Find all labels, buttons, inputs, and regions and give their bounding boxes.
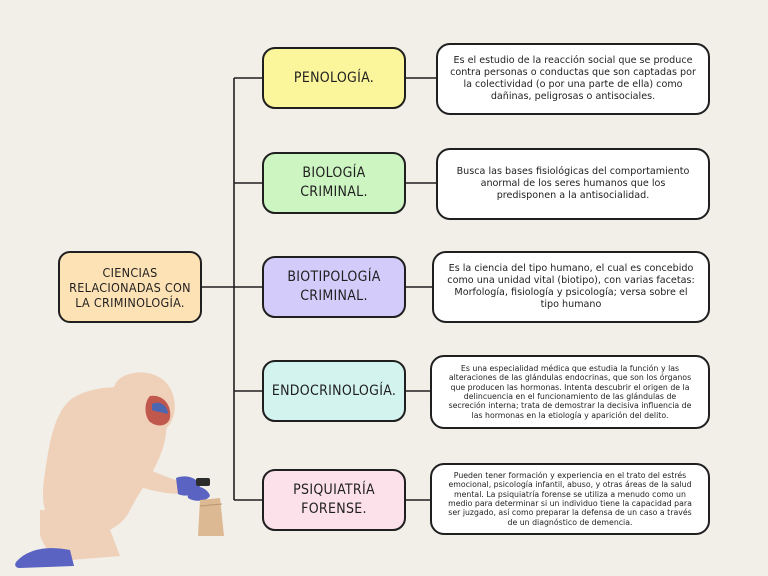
description-text: Es una especialidad médica que estudia l… (448, 364, 692, 420)
description-text: Pueden tener formación y experiencia en … (448, 471, 692, 527)
description-text: Es la ciencia del tipo humano, el cual e… (447, 263, 695, 310)
node-label: BIOTIPOLOGÍA CRIMINAL. (287, 269, 381, 304)
forensic-investigator-icon (15, 372, 224, 568)
node-label: ENDOCRINOLOGÍA. (271, 382, 397, 399)
description-psiquiatria-forense: Pueden tener formación y experiencia en … (430, 463, 710, 535)
description-endocrinologia: Es una especialidad médica que estudia l… (430, 355, 710, 429)
description-penologia: Es el estudio de la reacción social que … (436, 43, 710, 115)
node-endocrinologia: ENDOCRINOLOGÍA. (262, 360, 406, 422)
description-biotipologia-criminal: Es la ciencia del tipo humano, el cual e… (432, 251, 710, 323)
root-node: CIENCIAS RELACIONADAS CON LA CRIMINOLOGÍ… (58, 251, 202, 323)
node-label: PSIQUIATRÍA FORENSE. (293, 482, 375, 517)
node-label: BIOLOGÍA CRIMINAL. (300, 165, 368, 200)
root-label: CIENCIAS RELACIONADAS CON LA CRIMINOLOGÍ… (69, 264, 191, 310)
node-psiquiatria-forense: PSIQUIATRÍA FORENSE. (262, 469, 406, 531)
node-penologia: PENOLOGÍA. (262, 47, 406, 109)
node-biotipologia-criminal: BIOTIPOLOGÍA CRIMINAL. (262, 256, 406, 318)
description-biologia-criminal: Busca las bases fisiológicas del comport… (436, 148, 710, 220)
description-text: Busca las bases fisiológicas del comport… (456, 166, 690, 201)
node-biologia-criminal: BIOLOGÍA CRIMINAL. (262, 152, 406, 214)
description-text: Es el estudio de la reacción social que … (450, 55, 696, 102)
node-label: PENOLOGÍA. (293, 69, 375, 86)
